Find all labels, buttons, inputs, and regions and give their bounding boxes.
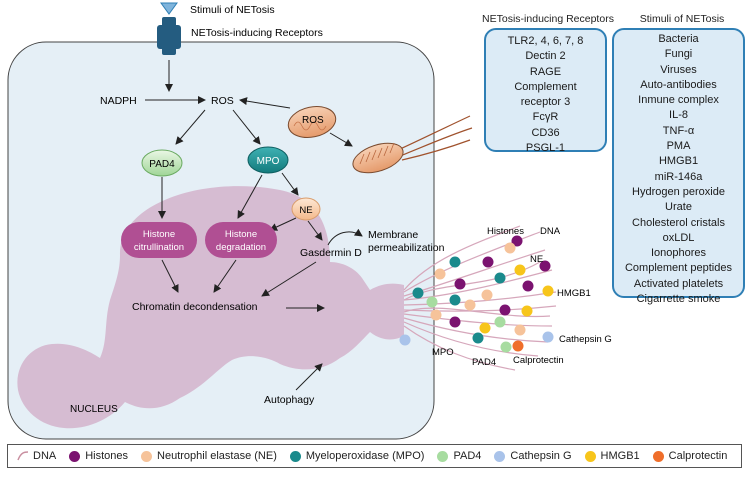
stimulus-item: Complement peptides	[624, 262, 732, 275]
membrane-line1: Membrane	[368, 229, 418, 241]
net-protein-dots	[399, 235, 554, 353]
net-pad4-label: PAD4	[472, 357, 496, 368]
histone-degradation-line2: degradation	[216, 242, 266, 253]
receptor-item: receptor 3	[520, 96, 571, 109]
receptor-item: TLR2, 4, 6, 7, 8	[507, 35, 584, 47]
receptor-item: CD36	[531, 126, 560, 139]
mpo-dot-icon	[289, 450, 301, 462]
stimulus-item: Viruses	[660, 63, 697, 76]
stimulus-item: Bacteria	[658, 33, 699, 45]
histone-citrullination-pill	[121, 222, 197, 258]
legend-label: Cathepsin G	[510, 450, 572, 462]
net-calprotectin-label: Calprotectin	[513, 355, 564, 366]
nucleus-label: NUCLEUS	[70, 404, 118, 415]
legend: DNA Histones Neutrophil elastase (NE) My…	[7, 444, 742, 468]
legend-item-pad4: PAD4	[437, 450, 481, 462]
legend-item-mpo: Myeloperoxidase (MPO)	[289, 450, 425, 462]
stimulus-item: Fungi	[664, 48, 693, 61]
stimulus-item: Activated platelets	[633, 277, 724, 290]
histone-citrullination-line2: citrullination	[134, 242, 184, 253]
mpo-label: MPO	[257, 156, 280, 167]
bacterium-icon	[352, 115, 473, 174]
stimulus-item: Ionophores	[650, 247, 707, 260]
histone-degradation-line1: Histone	[225, 229, 257, 240]
histone-citrullination-line1: Histone	[143, 229, 175, 240]
net-dna-label: DNA	[540, 226, 561, 237]
receptors-top-label: NETosis-inducing Receptors	[191, 27, 323, 39]
net-ne-label: NE	[530, 254, 543, 265]
nucleus-shape	[17, 186, 405, 429]
ne-dot-icon	[141, 450, 153, 462]
stimulus-item: Cigarrette smoke	[636, 293, 721, 306]
net-dna-fibers	[403, 225, 557, 371]
dna-line-icon	[17, 451, 29, 461]
stimulus-item: Auto-antibodies	[640, 78, 717, 91]
legend-label: Calprotectin	[668, 450, 728, 462]
legend-item-calprotectin: Calprotectin	[652, 450, 728, 462]
stimuli-top-label: Stimuli of NETosis	[190, 4, 275, 16]
pad4-dot-icon	[437, 450, 449, 462]
legend-label: HMGB1	[600, 450, 640, 462]
mitochondrion-inner	[287, 106, 337, 138]
pad4-label: PAD4	[149, 159, 175, 170]
pad4-node	[141, 149, 183, 177]
legend-label: Myeloperoxidase (MPO)	[305, 450, 425, 462]
gasdermin-label: Gasdermin D	[300, 247, 362, 259]
histone-degradation-pill	[205, 222, 277, 258]
legend-item-histones: Histones	[69, 450, 128, 462]
stimulus-item: miR-146a	[654, 170, 703, 183]
cathepsin-dot-icon	[494, 450, 506, 462]
nadph-label: NADPH	[100, 95, 137, 107]
legend-item-cathepsin: Cathepsin G	[494, 450, 572, 462]
stimulus-item: IL-8	[669, 109, 688, 122]
receptor-item: PSGL-1	[525, 142, 566, 155]
receptor-item: FcγR	[532, 111, 559, 124]
legend-item-hmgb1: HMGB1	[584, 450, 640, 462]
stimuli-box-title: Stimuli of NETosis	[639, 13, 725, 25]
membrane-line2: permeabilization	[368, 242, 445, 254]
mito-ros-label: ROS	[302, 115, 324, 126]
stimulus-item: Cholesterol cristals	[632, 216, 725, 229]
legend-label: Histones	[85, 450, 129, 462]
stimulus-item: PMA	[666, 140, 691, 153]
stimulus-item: HMGB1	[658, 155, 699, 168]
receptor-item: Complement	[514, 80, 577, 93]
legend-item-ne: Neutrophil elastase (NE)	[141, 450, 277, 462]
legend-label: DNA	[33, 450, 57, 462]
stimuli-box: Bacteria Fungi Viruses Auto-antibodies I…	[612, 28, 745, 305]
legend-item-dna: DNA	[16, 450, 56, 462]
receptor-item: RAGE	[529, 65, 562, 78]
net-cathepsin-label: Cathepsin G	[559, 334, 612, 345]
receptor-item: Dectin 2	[525, 50, 566, 63]
receptor-icon	[157, 2, 181, 55]
legend-label: Neutrophil elastase (NE)	[157, 450, 277, 462]
legend-label: PAD4	[453, 450, 482, 462]
stimulus-item: Inmune complex	[638, 94, 719, 107]
stimulus-item: Urate	[665, 201, 692, 214]
receptors-box-title: NETosis-inducing Receptors	[482, 13, 614, 25]
stimulus-item: TNF-α	[662, 124, 695, 137]
net-histones-label: Histones	[487, 226, 524, 237]
net-mpo-label: MPO	[432, 347, 454, 358]
net-hmgb1-label: HMGB1	[557, 288, 591, 299]
ne-node	[291, 197, 321, 221]
ne-label: NE	[299, 205, 312, 216]
stimulus-item: oxLDL	[662, 231, 695, 244]
ros-label: ROS	[211, 95, 234, 107]
autophagy-label: Autophagy	[264, 394, 315, 406]
stimulus-item: Hydrogen peroxide	[632, 185, 725, 198]
receptors-box: TLR2, 4, 6, 7, 8 Dectin 2 RAGE Complemen…	[484, 28, 607, 154]
histone-dot-icon	[69, 450, 81, 462]
calprotectin-dot-icon	[652, 450, 664, 462]
hmgb1-dot-icon	[584, 450, 596, 462]
chromatin-label: Chromatin decondensation	[132, 301, 258, 313]
mpo-node	[247, 146, 289, 174]
